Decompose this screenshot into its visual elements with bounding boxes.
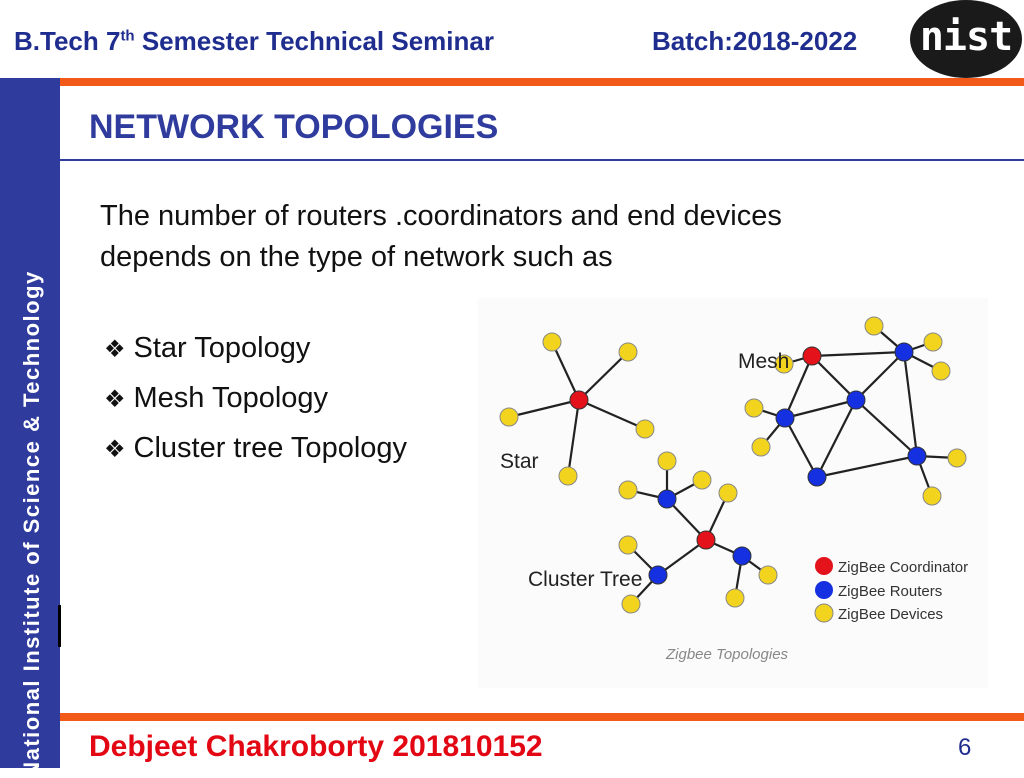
header-batch: Batch:2018-2022 [652, 26, 858, 56]
legend-router-swatch [815, 581, 833, 599]
list-item: ❖Cluster tree Topology [104, 432, 408, 464]
legend-coordinator-label: ZigBee Coordinator [838, 559, 968, 576]
mesh-label: Mesh [738, 350, 789, 373]
legend-coordinator-swatch [815, 557, 833, 575]
device-nodes [499, 316, 967, 614]
page-number: 6 [958, 734, 972, 761]
topology-list: ❖Star Topology ❖Mesh Topology ❖Cluster t… [104, 324, 407, 474]
top-accent-bar [60, 78, 1024, 86]
text-cursor-mark [58, 605, 61, 647]
diamond-bullet-icon: ❖ [104, 386, 126, 413]
coordinator-nodes [569, 346, 822, 550]
header-title: B.Tech 7th Semester Technical Seminar [14, 26, 494, 56]
star-label: Star [500, 450, 539, 473]
zigbee-topologies-figure: Star Mesh Cluster Tree ZigBee Coordinato… [478, 298, 988, 688]
topology-diagram: Star Mesh Cluster Tree ZigBee Coordinato… [499, 316, 968, 663]
figure-caption: Zigbee Topologies [665, 646, 789, 663]
logo-text: nist [919, 14, 1013, 60]
sidebar: National Institute of Science & Technolo… [0, 78, 60, 778]
diamond-bullet-icon: ❖ [104, 336, 126, 363]
legend-device-swatch [814, 603, 834, 623]
footer-author: Debjeet Chakroborty 201810152 [89, 730, 543, 763]
title-divider [60, 159, 1024, 161]
sidebar-institute-name: National Institute of Science & Technolo… [19, 270, 44, 778]
list-item: ❖Star Topology [104, 332, 311, 364]
intro-paragraph: The number of routers .coordinators and … [100, 200, 782, 273]
legend-device-label: ZigBee Devices [838, 606, 943, 623]
legend-router-label: ZigBee Routers [838, 583, 942, 600]
cluster-tree-label: Cluster Tree [528, 568, 642, 591]
nist-logo: nist [910, 0, 1022, 78]
diamond-bullet-icon: ❖ [104, 436, 126, 463]
slide-title: NETWORK TOPOLOGIES [89, 108, 499, 146]
router-nodes [648, 342, 927, 585]
bottom-accent-bar [60, 713, 1024, 721]
list-item: ❖Mesh Topology [104, 382, 329, 414]
